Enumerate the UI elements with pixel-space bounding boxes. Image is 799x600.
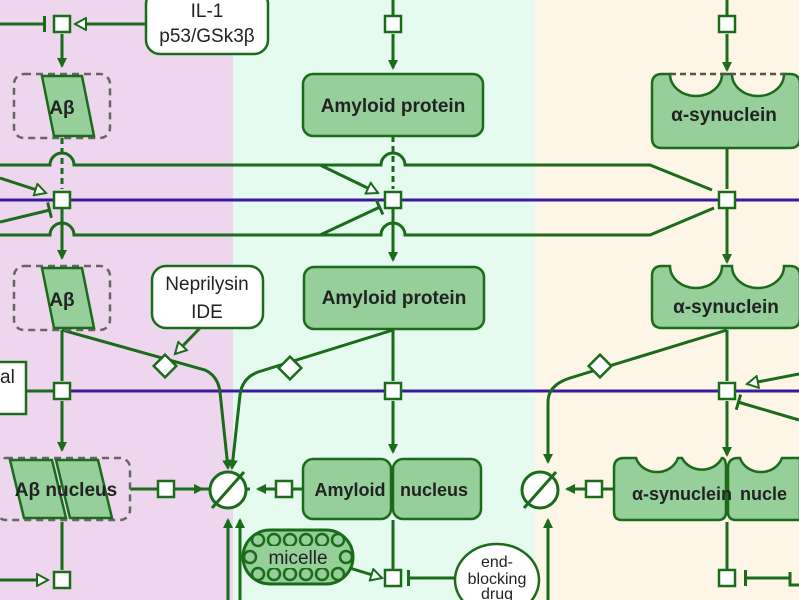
drug-label-line3: drug <box>481 586 513 600</box>
process-square <box>383 14 403 34</box>
edge-abeta-to-degradation <box>61 328 233 470</box>
abeta-top-label: Aβ <box>49 98 74 119</box>
il1-label-line2: p53/GSk3β <box>159 26 254 47</box>
abeta-nucleus-label: Aβ nucleus <box>15 480 117 501</box>
asyn-top-label: α-synuclein <box>671 105 777 126</box>
asyn-mid-label: α-synuclein <box>673 297 779 318</box>
amyloid-nucleus-right-label: nucleus <box>400 480 468 500</box>
abeta-nucleus-node: Aβ nucleus <box>0 456 132 522</box>
abeta-node-top: Aβ <box>12 72 112 140</box>
process-square <box>586 352 614 380</box>
asyn-nucleus-right-label: nucle <box>740 484 787 504</box>
process-square <box>717 190 737 210</box>
edge-neprilysin-to-process <box>175 326 202 354</box>
crossing-line-lower <box>0 206 715 237</box>
process-square <box>52 14 72 34</box>
arrow-into-abeta-process <box>0 176 46 193</box>
abeta-mid-label: Aβ <box>49 290 74 311</box>
amyloid-top-label: Amyloid protein <box>321 96 466 117</box>
micelle-node: micelle <box>241 528 355 586</box>
neprilysin-label-line1: Neprilysin <box>165 274 248 295</box>
process-square <box>383 190 403 210</box>
amyloid-protein-node-mid: Amyloid protein <box>302 265 486 331</box>
process-square <box>717 381 737 401</box>
process-square <box>52 570 72 590</box>
amyloid-mid-label: Amyloid protein <box>322 288 467 309</box>
arrow-into-amyloid-process <box>319 163 378 193</box>
edge-asyn-right-in <box>747 372 799 384</box>
edge-asyn-right-inhibit <box>734 394 799 422</box>
left-edge-label-box: al <box>0 360 28 416</box>
edge-amyloid-to-degradation <box>227 328 394 470</box>
edge-asyn-right-bottom <box>745 572 799 587</box>
abeta-node-mid: Aβ <box>12 264 112 332</box>
left-edge-label: al <box>0 367 15 388</box>
degradation-symbol <box>520 470 560 510</box>
process-square <box>156 479 176 499</box>
inhibit-into-amyloid-process <box>319 199 385 237</box>
neprilysin-label-line2: IDE <box>191 302 223 323</box>
process-square <box>276 354 304 382</box>
drug-label-line1: end- <box>481 554 513 571</box>
asyn-node-mid: α-synuclein <box>650 264 799 330</box>
process-square <box>52 190 72 210</box>
process-square <box>383 568 403 588</box>
process-square <box>584 479 604 499</box>
il1-modulator: IL-1 p53/GSk3β <box>144 0 270 56</box>
process-square <box>717 14 737 34</box>
neprilysin-modulator: Neprilysin IDE <box>150 264 265 330</box>
process-square <box>717 568 737 588</box>
il1-label-line1: IL-1 <box>191 1 224 22</box>
process-square <box>52 381 72 401</box>
asyn-nucleus-left-label: α-synuclein <box>632 484 732 504</box>
amyloid-protein-node-top: Amyloid protein <box>301 72 485 138</box>
degradation-symbol <box>208 470 248 510</box>
crossing-line-upper <box>0 151 713 192</box>
asyn-nucleus-node: α-synuclein nucle <box>612 456 799 522</box>
process-square <box>274 479 294 499</box>
inhibit-into-abeta-process <box>0 201 53 224</box>
micelle-label: micelle <box>268 548 327 569</box>
amyloid-nucleus-left-label: Amyloid <box>314 480 385 500</box>
drug-label-line2: blocking <box>468 571 527 588</box>
process-square <box>383 381 403 401</box>
amyloid-nucleus-node: Amyloid nucleus <box>301 457 483 521</box>
asyn-node-top: α-synuclein <box>650 72 799 150</box>
edge-asyn-to-degradation <box>543 328 728 464</box>
process-square <box>151 352 179 380</box>
end-blocking-drug-node: end- blocking drug <box>453 542 541 600</box>
